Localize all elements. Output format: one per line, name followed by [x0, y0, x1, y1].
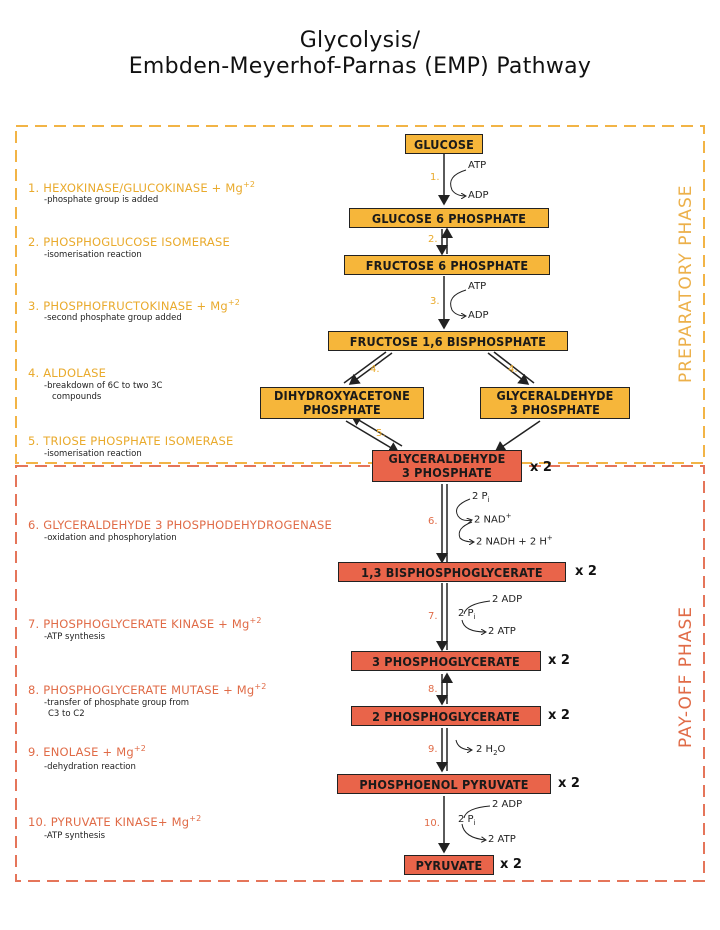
dhap-line-2: PHOSPHATE — [303, 402, 381, 417]
step-3-desc: -second phosphate group added — [44, 313, 182, 323]
g3p-right-line-2: 3 PHOSPHATE — [510, 402, 600, 417]
g3p-line-1: GLYCERALDEHYDE — [388, 451, 506, 466]
step-1-title: 1. HEXOKINASE/GLUCOKINASE + Mg+2 — [28, 180, 256, 195]
step1-atp: ATP — [468, 160, 487, 171]
step10-adp: 2 ADP — [492, 799, 523, 810]
pg3-box: 3 PHOSPHOGLYCERATE — [351, 651, 541, 671]
step7-pi: 2 Pi — [458, 608, 476, 621]
title-line-1: Glycolysis/ — [299, 28, 421, 53]
step6-nadh: 2 NADH + 2 H+ — [476, 534, 553, 548]
arrow-num-7: 7. — [428, 611, 438, 622]
pg3-multiplier: x 2 — [548, 653, 570, 668]
pep-box: PHOSPHOENOL PYRUVATE — [337, 774, 551, 794]
glucose-box: GLUCOSE — [405, 134, 483, 154]
step-10-desc: -ATP synthesis — [44, 831, 106, 841]
f6p-box: FRUCTOSE 6 PHOSPHATE — [344, 255, 550, 275]
arrow-num-3: 3. — [430, 296, 440, 307]
step3-adp: ADP — [468, 310, 489, 321]
arrow-num-10: 10. — [424, 818, 440, 829]
step1-adp: ADP — [468, 190, 489, 201]
step-2-title: 2. PHOSPHOGLUCOSE ISOMERASE — [28, 235, 230, 249]
arrow-num-2: 2. — [428, 234, 438, 245]
step10-pi: 2 Pi — [458, 814, 476, 827]
step7-adp: 2 ADP — [492, 594, 523, 605]
step-9-desc: -dehydration reaction — [44, 762, 136, 772]
arrow-num-8: 8. — [428, 684, 438, 695]
step3-atp: ATP — [468, 281, 487, 292]
payoff-phase-box — [15, 465, 705, 882]
step10-atp: 2 ATP — [488, 834, 516, 845]
pyruvate-box: PYRUVATE — [404, 855, 494, 875]
arrow-num-4-right: 4. — [508, 364, 518, 375]
arrow-num-5: 5. — [376, 428, 386, 439]
step-5-title: 5. TRIOSE PHOSPHATE ISOMERASE — [28, 434, 234, 448]
step-8-title: 8. PHOSPHOGLYCERATE MUTASE + Mg+2 — [28, 682, 267, 697]
step6-nad: 2 NAD+ — [474, 512, 512, 526]
step-9-title: 9. ENOLASE + Mg+2 — [28, 744, 147, 759]
g3p-line-2: 3 PHOSPHATE — [402, 465, 492, 480]
step6-pi: 2 Pi — [472, 491, 490, 504]
pep-multiplier: x 2 — [558, 776, 580, 791]
step-2-desc: -isomerisation reaction — [44, 250, 142, 260]
step-1-desc: -phosphate group is added — [44, 195, 159, 205]
preparatory-phase-box — [15, 125, 705, 464]
payoff-phase-label: PAY-OFF PHASE — [676, 606, 696, 748]
step-3-title: 3. PHOSPHOFRUCTOKINASE + Mg+2 — [28, 298, 241, 313]
pg2-multiplier: x 2 — [548, 708, 570, 723]
arrow-num-1: 1. — [430, 172, 440, 183]
step-6-desc: -oxidation and phosphorylation — [44, 533, 177, 543]
step-4-title: 4. ALDOLASE — [28, 366, 107, 380]
step-10-title: 10. PYRUVATE KINASE+ Mg+2 — [28, 814, 202, 829]
step-7-title: 7. PHOSPHOGLYCERATE KINASE + Mg+2 — [28, 616, 262, 631]
dhap-line-1: DIHYDROXYACETONE — [274, 388, 410, 403]
arrow-num-6: 6. — [428, 516, 438, 527]
g6p-box: GLUCOSE 6 PHOSPHATE — [349, 208, 549, 228]
step-6-title: 6. GLYCERALDEHYDE 3 PHOSPHODEHYDROGENASE — [28, 518, 332, 532]
g3p-multiplier: x 2 — [530, 460, 552, 475]
arrow-num-4-left: 4. — [370, 364, 380, 375]
step7-atp: 2 ATP — [488, 626, 516, 637]
bpg13-box: 1,3 BISPHOSPHOGLYCERATE — [338, 562, 566, 582]
g3p-right-box: GLYCERALDEHYDE 3 PHOSPHATE — [480, 387, 630, 419]
title-line-2: Embden-Meyerhof-Parnas (EMP) Pathway — [128, 54, 592, 79]
step9-h2o: 2 H2O — [476, 744, 506, 757]
g3p-right-line-1: GLYCERALDEHYDE — [496, 388, 614, 403]
arrow-num-9: 9. — [428, 744, 438, 755]
step-7-desc: -ATP synthesis — [44, 632, 106, 642]
step-5-desc: -isomerisation reaction — [44, 449, 142, 459]
pyruvate-multiplier: x 2 — [500, 857, 522, 872]
dhap-box: DIHYDROXYACETONE PHOSPHATE — [260, 387, 424, 419]
f16bp-box: FRUCTOSE 1,6 BISPHOSPHATE — [328, 331, 568, 351]
preparatory-phase-label: PREPARATORY PHASE — [676, 184, 696, 383]
pg2-box: 2 PHOSPHOGLYCERATE — [351, 706, 541, 726]
g3p-box: GLYCERALDEHYDE 3 PHOSPHATE — [372, 450, 522, 482]
bpg13-multiplier: x 2 — [575, 564, 597, 579]
